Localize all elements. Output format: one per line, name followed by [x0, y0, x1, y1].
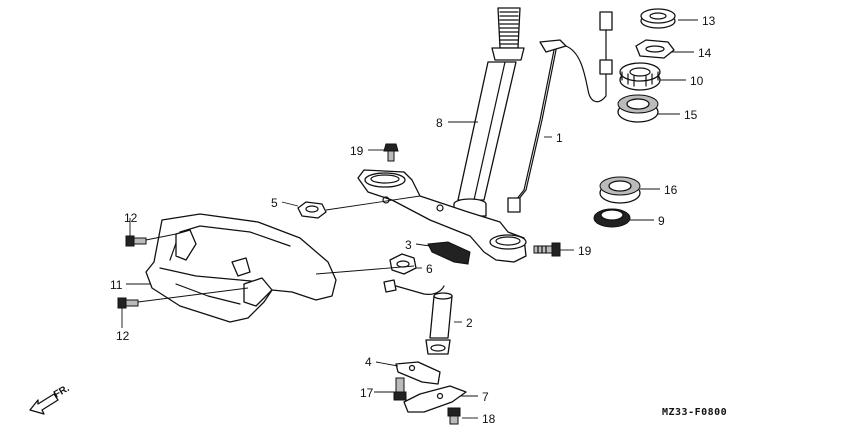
callout-13: 13	[702, 14, 716, 28]
bolt-18	[447, 407, 461, 425]
callout-12-top: 12	[124, 211, 138, 225]
callout-8: 8	[436, 116, 443, 130]
callout-labels: 1 2 3 4 5 6 7 8 9 10 11 12 12 13 14 15 1…	[110, 14, 716, 426]
callout-2: 2	[466, 316, 473, 330]
bearing-parts	[593, 8, 676, 228]
bolt-12-top	[125, 235, 147, 247]
leader-lines	[121, 19, 698, 419]
steering-stem	[453, 7, 525, 217]
bolt-17	[393, 377, 407, 401]
callout-3: 3	[405, 238, 412, 252]
direction-label: FR.	[52, 383, 72, 401]
front-direction-indicator: FR.	[29, 383, 72, 415]
callout-19-top: 19	[350, 144, 364, 158]
callout-15: 15	[684, 108, 698, 122]
bolt-19-top	[383, 143, 399, 162]
callout-1: 1	[556, 131, 563, 145]
clamp-6	[389, 253, 417, 275]
callout-17: 17	[360, 386, 374, 400]
callout-4: 4	[365, 355, 372, 369]
callout-11: 11	[110, 278, 123, 292]
clamp-5	[297, 201, 327, 219]
callout-7: 7	[482, 390, 489, 404]
bracket-7	[403, 385, 467, 413]
callout-14: 14	[698, 46, 712, 60]
top-bridge	[357, 169, 527, 263]
diagram-code: MZ33-F0800	[662, 407, 727, 418]
bolt-12-bottom	[117, 297, 139, 309]
callout-19-right: 19	[578, 244, 592, 258]
callout-9: 9	[658, 214, 665, 228]
callout-18: 18	[482, 412, 496, 426]
harness	[507, 11, 613, 213]
bracket-4	[395, 361, 441, 385]
callout-10: 10	[690, 74, 704, 88]
callout-12-bottom: 12	[116, 329, 130, 343]
fairing-cover	[145, 213, 337, 323]
front-arrow-icon	[29, 393, 59, 415]
callout-5: 5	[271, 196, 278, 210]
callout-16: 16	[664, 183, 678, 197]
bolt-19-right	[533, 242, 561, 257]
bracket-3	[427, 241, 471, 265]
callout-6: 6	[426, 262, 433, 276]
sensor-2	[383, 279, 453, 355]
